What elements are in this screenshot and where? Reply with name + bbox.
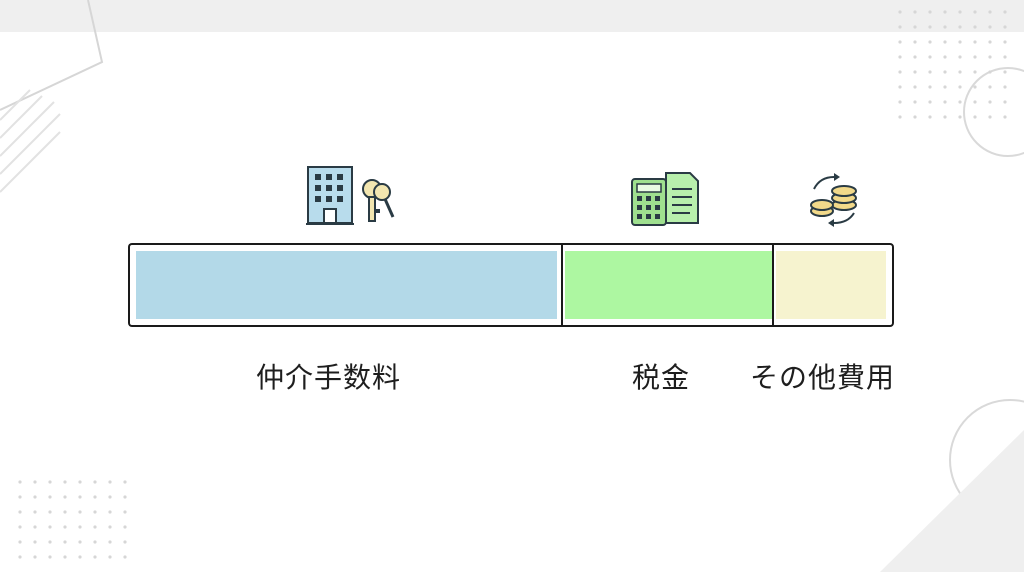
cost-breakdown-bar: [128, 243, 894, 327]
label-other-costs: その他費用: [750, 361, 896, 394]
segment-other-costs: [772, 243, 894, 327]
calculator-document-icon: [631, 172, 699, 226]
building-key-icon: [306, 166, 395, 225]
segment-brokerage-fee: [128, 243, 563, 327]
label-brokerage-fee: 仲介手数料: [256, 361, 402, 394]
top-band: [0, 0, 1024, 32]
segment-taxes: [561, 243, 774, 327]
coins-exchange-icon: [810, 173, 857, 227]
label-taxes: 税金: [632, 361, 691, 394]
